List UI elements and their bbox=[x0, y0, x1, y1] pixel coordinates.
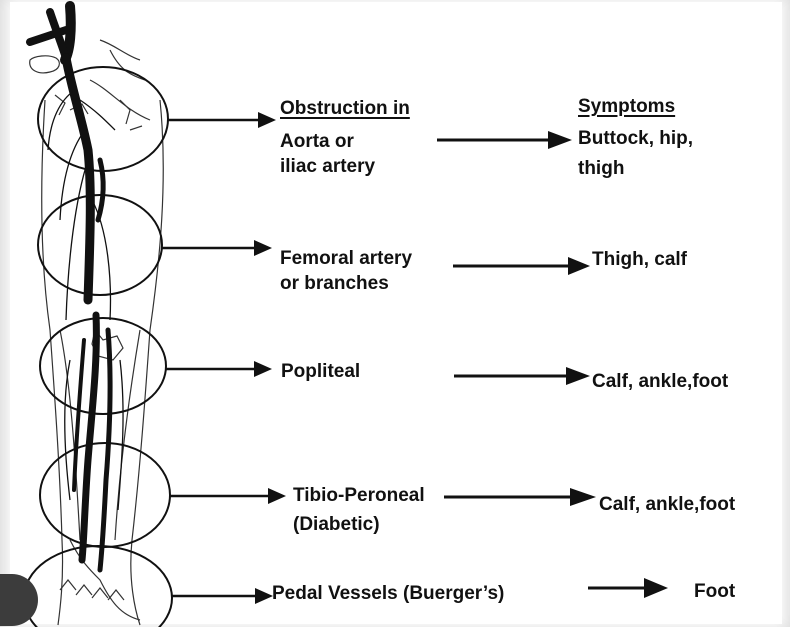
symptoms-femoral: Thigh, calf bbox=[592, 248, 687, 272]
site-femoral-line2: or branches bbox=[280, 272, 389, 296]
site-popliteal: Popliteal bbox=[281, 360, 360, 384]
site-tibio-line1: Tibio-Peroneal bbox=[293, 484, 425, 508]
circle-arrows bbox=[162, 120, 268, 596]
site-tibio-line2: (Diabetic) bbox=[293, 513, 380, 537]
symptoms-aorta-line1: Buttock, hip, bbox=[578, 127, 693, 151]
site-aorta-line1: Aorta or bbox=[280, 130, 354, 154]
symptoms-popliteal: Calf, ankle,foot bbox=[592, 370, 728, 394]
symptoms-tibio: Calf, ankle,foot bbox=[599, 493, 735, 517]
site-aorta-line2: iliac artery bbox=[280, 155, 375, 179]
header-obstruction: Obstruction in bbox=[280, 97, 410, 121]
symptoms-aorta-line2: thigh bbox=[578, 157, 624, 181]
site-femoral-line1: Femoral artery bbox=[280, 247, 412, 271]
site-pedal: Pedal Vessels (Buerger’s) bbox=[272, 582, 504, 606]
circle-pedal bbox=[24, 546, 172, 627]
header-symptoms: Symptoms bbox=[578, 95, 675, 119]
symptoms-pedal: Foot bbox=[694, 580, 735, 604]
symptom-arrows bbox=[437, 140, 644, 588]
